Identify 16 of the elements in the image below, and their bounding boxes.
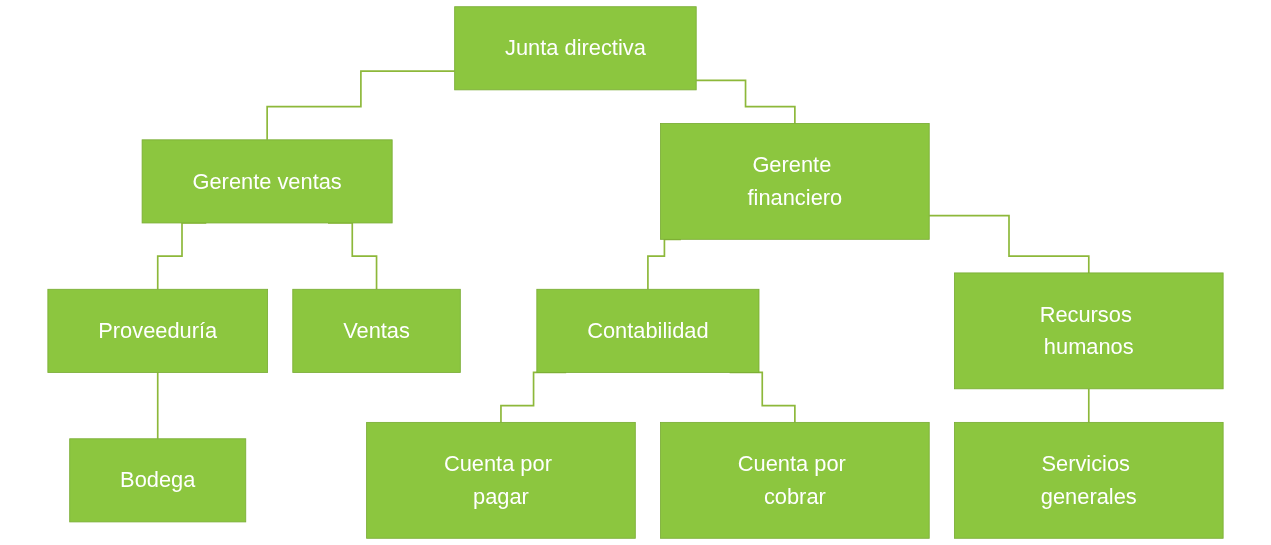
connector bbox=[695, 79, 796, 125]
node-box: Cuenta por cobrar bbox=[660, 421, 930, 539]
node-box: Ventas bbox=[292, 288, 461, 373]
node-box: Junta directiva bbox=[454, 6, 697, 91]
node-box: Gerente ventas bbox=[141, 139, 393, 224]
node-box: Bodega bbox=[69, 438, 247, 523]
node-box: Gerente financiero bbox=[660, 123, 930, 240]
connector bbox=[156, 371, 159, 440]
connector bbox=[1087, 387, 1090, 424]
node-box: Servicios generales bbox=[954, 421, 1224, 539]
connector bbox=[266, 70, 456, 141]
connector bbox=[928, 214, 1090, 274]
node-box: Proveeduría bbox=[47, 288, 268, 373]
node-box: Recursos humanos bbox=[954, 272, 1224, 390]
node-box: Cuenta por pagar bbox=[366, 421, 636, 539]
node-box: Contabilidad bbox=[536, 288, 760, 373]
